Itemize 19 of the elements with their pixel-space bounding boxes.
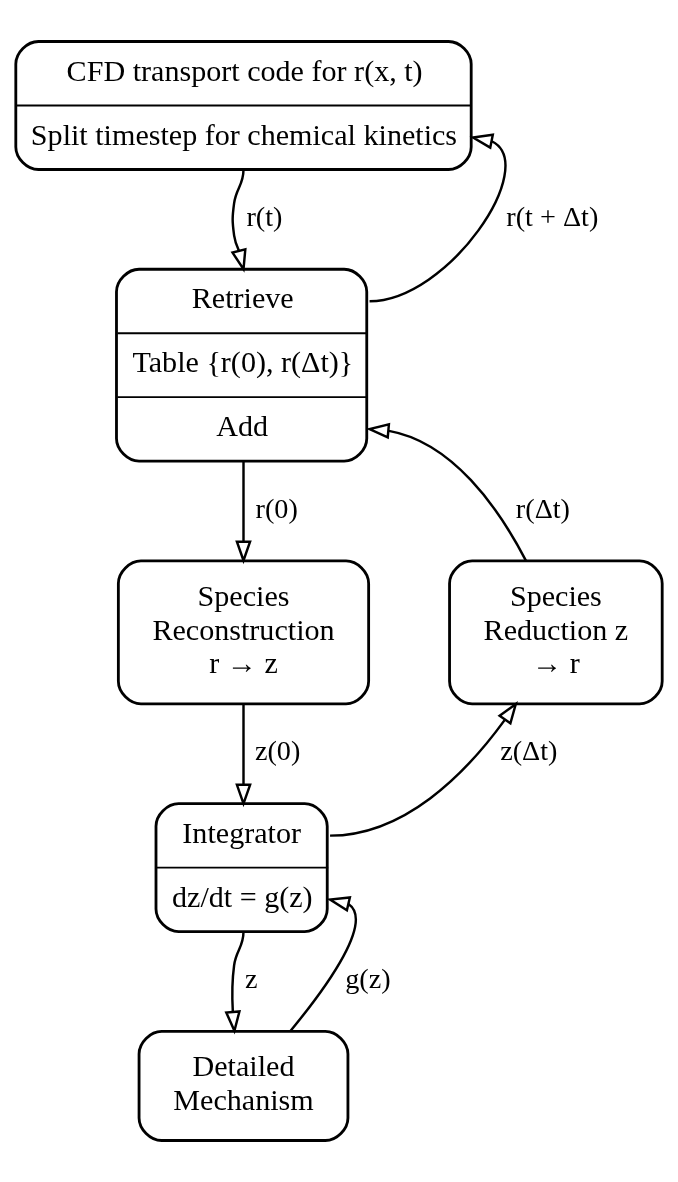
- edge-label: r(t + Δt): [506, 200, 599, 232]
- edge-label: g(z): [345, 963, 391, 995]
- edge-label: z(Δt): [500, 735, 558, 767]
- arrow: [235, 461, 252, 565]
- edge-label: r(0): [255, 492, 298, 524]
- arrow: [289, 896, 357, 1032]
- node-box: Species Reduction z → r: [448, 559, 664, 706]
- edge-label: r(t): [246, 200, 283, 232]
- arrow: [235, 704, 252, 808]
- node-box: Detailed Mechanism: [137, 1029, 350, 1142]
- node-box: Species Reconstruction r → z: [116, 559, 371, 706]
- arrow: [329, 701, 518, 837]
- arrow: [224, 931, 245, 1035]
- edge-label: z(0): [254, 735, 301, 767]
- arrow: [230, 169, 247, 273]
- edge-label: r(Δt): [515, 492, 571, 524]
- arrow: [369, 133, 507, 303]
- arrow: [365, 422, 527, 562]
- edge-label: z: [244, 963, 258, 995]
